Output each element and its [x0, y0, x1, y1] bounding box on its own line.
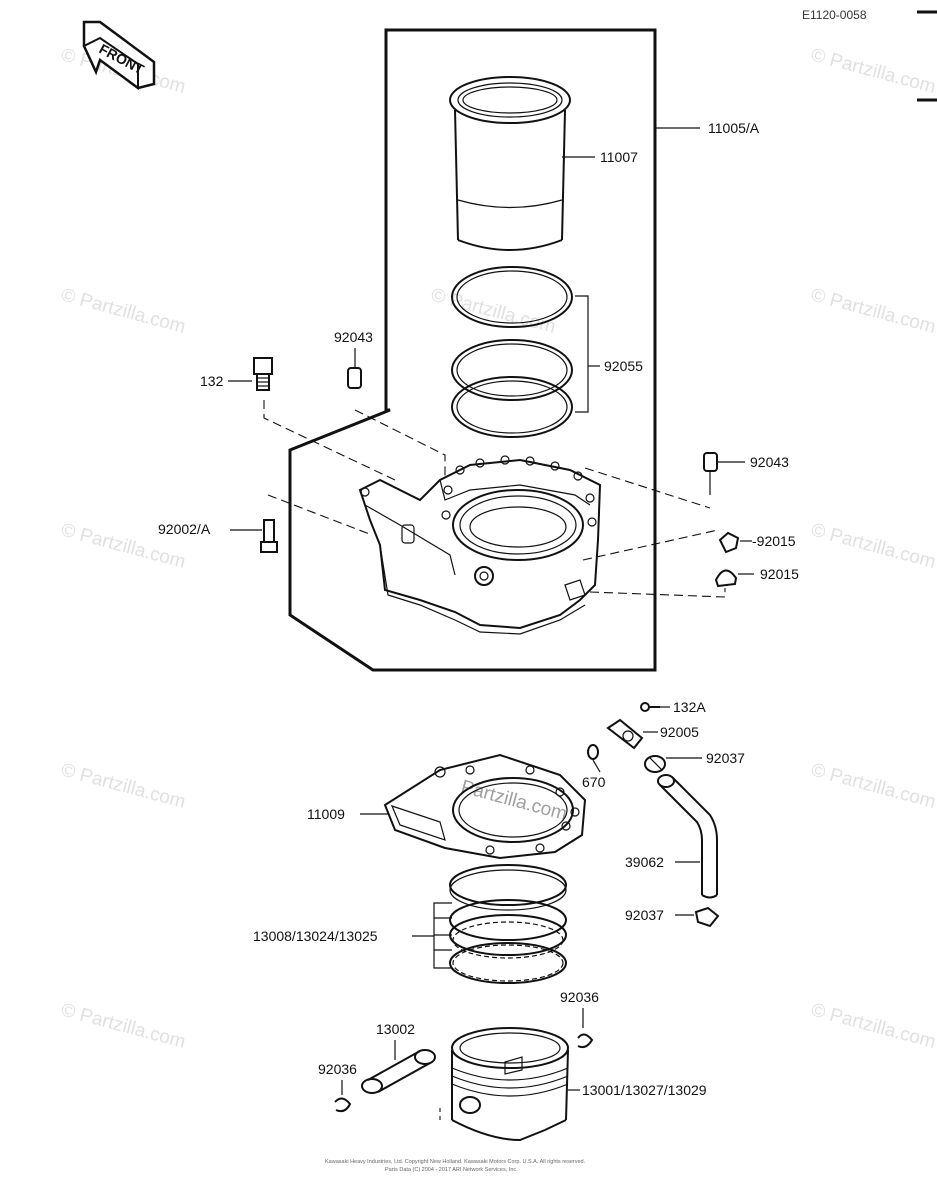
callout-11007: 11007 — [600, 149, 638, 165]
callout-92036-right: 92036 — [560, 989, 599, 1005]
watermark: © Partzilla.com — [809, 285, 937, 338]
circlip — [334, 1097, 352, 1113]
cylinder-assembly-outline — [288, 28, 657, 672]
callout-92055: 92055 — [604, 358, 643, 374]
watermark: © Partzilla.com — [809, 760, 937, 813]
water-hose — [657, 774, 718, 899]
callout-11005a: 11005/A — [708, 120, 760, 136]
callout-92043-left: 92043 — [334, 329, 373, 345]
leader-line — [592, 759, 601, 773]
cylinder-gasket — [383, 753, 587, 860]
stud-bolt — [260, 519, 278, 553]
callout-132a: 132A — [673, 699, 706, 715]
callout-13001: 13001/13027/13029 — [582, 1082, 707, 1098]
watermark: © Partzilla.com — [59, 285, 188, 338]
watermark-center: Partzilla.com — [459, 777, 569, 825]
cap-nut — [718, 531, 740, 554]
dowel-pin — [347, 367, 362, 389]
callout-39062: 39062 — [625, 854, 664, 870]
watermark: © Partzilla.com — [809, 520, 937, 573]
callout-92015-top: -92015 — [752, 533, 796, 549]
callout-13008: 13008/13024/13025 — [253, 928, 378, 944]
hose-clamp — [644, 755, 666, 773]
watermarks: © Partzilla.com © Partzilla.com © Partzi… — [59, 45, 937, 1053]
dowel-pin — [703, 452, 718, 472]
piston-rings — [449, 864, 567, 984]
callout-92015-bottom: 92015 — [760, 566, 799, 582]
callout-92002a: 92002/A — [158, 521, 211, 537]
assembly-lines — [263, 400, 726, 598]
diagram-code: E1120-0058 — [802, 8, 867, 22]
cap-nut — [714, 569, 738, 588]
callout-11009: 11009 — [307, 806, 345, 822]
bracket-line — [412, 902, 452, 969]
callout-92036-left: 92036 — [318, 1061, 357, 1077]
small-o-ring — [587, 744, 599, 760]
cylinder-block — [358, 455, 602, 635]
copyright-line-1: Kawasaki Heavy Industries, Ltd. Copyrigh… — [325, 1159, 586, 1165]
circlip — [577, 1033, 594, 1049]
piston-pin — [361, 1049, 436, 1094]
callout-670: 670 — [582, 774, 606, 790]
watermark: © Partzilla.com — [809, 1000, 937, 1053]
watermark: © Partzilla.com — [809, 45, 937, 98]
watermark: © Partzilla.com — [59, 760, 188, 813]
cylinder-sleeve — [449, 76, 571, 251]
callout-92005: 92005 — [660, 724, 699, 740]
hose-clamp — [694, 906, 720, 928]
copyright-line-2: Parts Data (C) 2004 - 2017 ARI Network S… — [385, 1167, 518, 1173]
callout-13002: 13002 — [376, 1021, 415, 1037]
fitting — [606, 718, 644, 750]
screw — [640, 702, 660, 712]
bracket-line — [575, 295, 589, 413]
callout-92037-bottom: 92037 — [625, 907, 664, 923]
callout-132: 132 — [200, 373, 224, 389]
piston — [451, 1027, 569, 1142]
callout-92037-top: 92037 — [706, 750, 745, 766]
watermark: © Partzilla.com — [59, 1000, 188, 1053]
o-rings — [451, 266, 573, 438]
callout-92043-right: 92043 — [750, 454, 789, 470]
bolt — [253, 357, 273, 391]
watermark: © Partzilla.com — [429, 285, 558, 338]
